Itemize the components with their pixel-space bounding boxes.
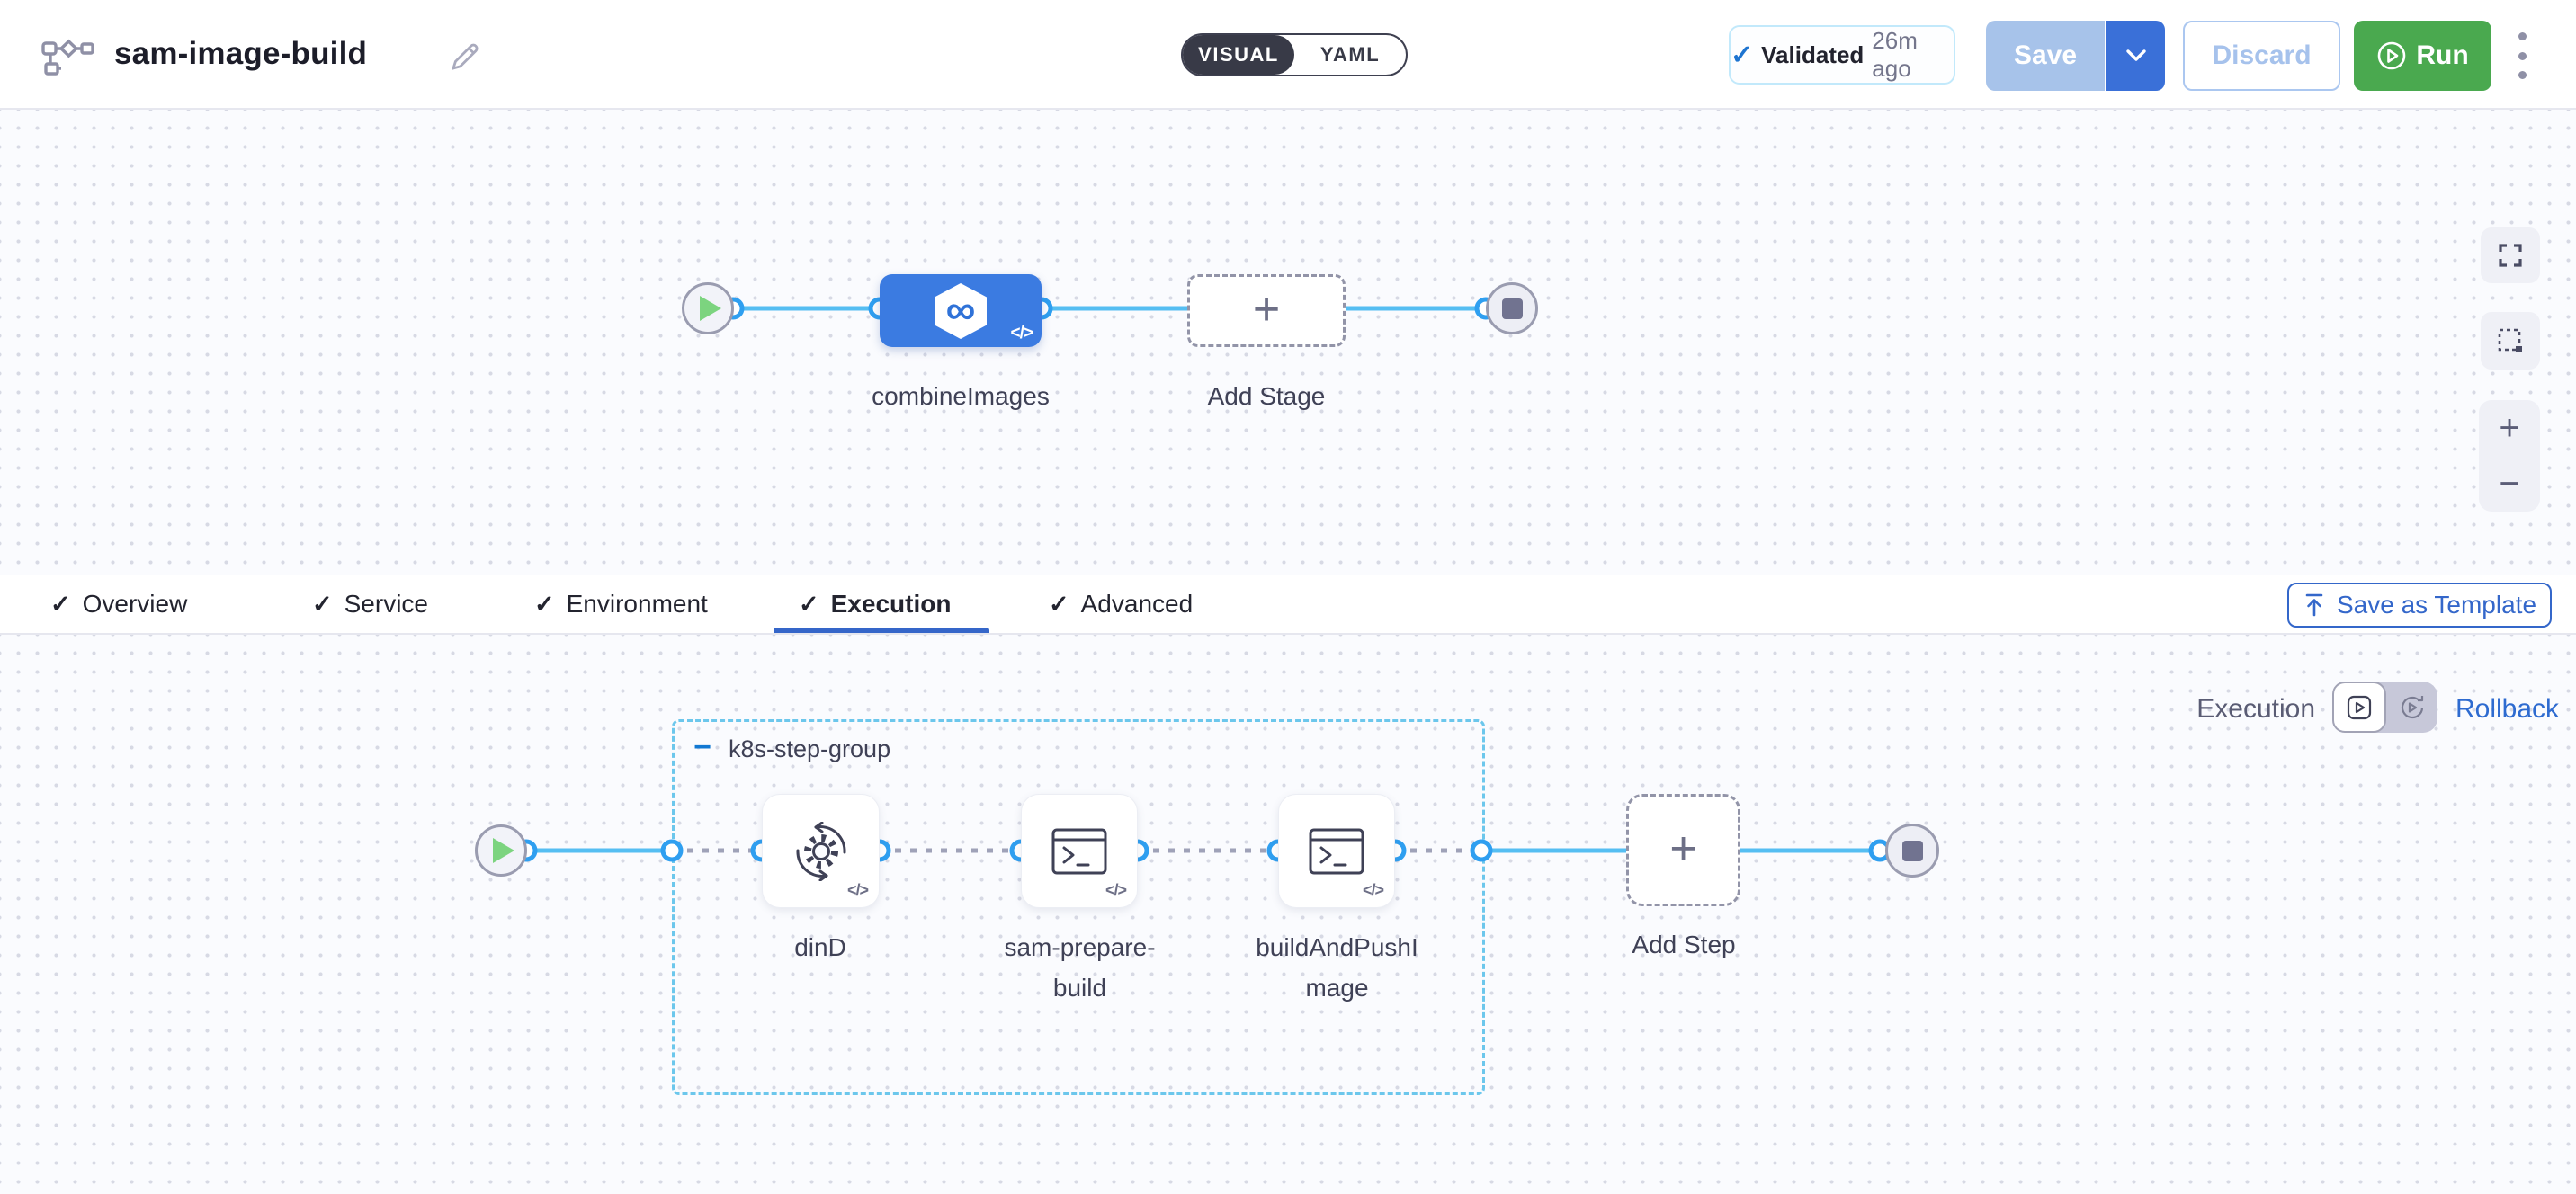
tab-label: Overview	[82, 590, 188, 618]
code-icon: </>	[1105, 881, 1127, 899]
step-group-name: k8s-step-group	[729, 735, 891, 762]
header-bar: sam-image-build VISUAL YAML ✓ Validated …	[0, 0, 2576, 110]
step-group-container[interactable]	[672, 719, 1485, 1095]
stage-type-icon: ∞	[935, 283, 987, 339]
execution-start-node	[475, 824, 527, 877]
validated-badge[interactable]: ✓ Validated 26m ago	[1729, 25, 1955, 85]
edit-pencil-icon[interactable]	[448, 40, 482, 74]
check-icon: ✓	[799, 590, 819, 618]
execution-end-node	[1885, 824, 1939, 878]
tab-label: Execution	[830, 590, 952, 618]
pipeline-start-node	[682, 282, 734, 334]
code-icon: </>	[1010, 324, 1034, 343]
discard-button[interactable]: Discard	[2183, 21, 2340, 91]
step-name-label: sam-prepare-build	[1004, 933, 1156, 1002]
save-options-button[interactable]	[2105, 21, 2165, 91]
validated-label: Validated	[1761, 40, 1865, 68]
plus-icon: +	[1669, 822, 1697, 875]
check-icon: ✓	[50, 590, 71, 618]
add-step-label: Add Step	[1632, 931, 1736, 958]
tab-environment[interactable]: ✓ Environment	[534, 575, 708, 633]
step-node-sam-prepare-build[interactable]: </>	[1021, 794, 1138, 908]
zoom-panel: + −	[2479, 400, 2540, 512]
execution-view-segment[interactable]	[2332, 682, 2386, 733]
stage-node-combineimages[interactable]: ∞ </>	[880, 274, 1042, 347]
execution-rollback-toggle[interactable]	[2332, 682, 2437, 733]
zoom-out-button[interactable]: −	[2499, 463, 2520, 503]
gear-sync-icon	[795, 821, 846, 881]
add-stage-label: Add Stage	[1207, 382, 1326, 410]
plus-icon: +	[1252, 282, 1281, 335]
pipeline-title: sam-image-build	[114, 36, 368, 71]
code-icon: </>	[1362, 881, 1384, 899]
execution-canvas[interactable]: Execution Rollback − k8s-step-group	[0, 635, 2576, 1194]
toggle-visual[interactable]: VISUAL	[1183, 35, 1294, 75]
select-mode-button[interactable]	[2481, 312, 2540, 370]
stage-name-label: combineImages	[872, 382, 1050, 410]
collapse-group-button[interactable]: −	[693, 730, 711, 764]
fullscreen-button[interactable]	[2481, 227, 2540, 283]
save-as-template-button[interactable]: Save as Template	[2287, 583, 2552, 628]
validated-time: 26m ago	[1872, 27, 1918, 82]
save-button[interactable]: Save	[1986, 21, 2105, 91]
step-name-label: dinD	[794, 933, 846, 961]
run-label: Run	[2416, 40, 2469, 70]
rollback-link[interactable]: Rollback	[2455, 694, 2560, 724]
upload-icon	[2305, 593, 2323, 617]
execution-view-icon	[2347, 695, 2372, 719]
run-play-icon	[2378, 41, 2406, 70]
tab-execution[interactable]: ✓ Execution	[799, 575, 951, 633]
check-icon: ✓	[312, 590, 333, 618]
step-name-label: buildAndPushImage	[1256, 933, 1418, 1002]
terminal-icon	[1309, 828, 1364, 874]
fullscreen-icon	[2499, 244, 2522, 267]
tab-label: Service	[344, 590, 428, 618]
check-icon: ✓	[534, 590, 555, 618]
tab-label: Environment	[566, 590, 708, 618]
terminal-icon	[1051, 828, 1107, 874]
save-as-template-label: Save as Template	[2336, 591, 2537, 619]
zoom-in-button[interactable]: +	[2499, 407, 2520, 448]
rollback-view-icon	[2401, 695, 2423, 718]
check-icon: ✓	[1049, 590, 1069, 618]
start-play-icon	[700, 296, 721, 321]
infinity-icon: ∞	[945, 286, 976, 333]
pipeline-end-node	[1486, 282, 1538, 334]
add-step-node[interactable]: +	[1626, 794, 1740, 906]
start-play-icon	[493, 838, 514, 863]
more-options-kebab[interactable]	[2511, 32, 2533, 79]
marquee-select-icon	[2498, 328, 2522, 352]
step-node-dind[interactable]: </>	[762, 794, 880, 908]
tab-label: Advanced	[1080, 590, 1194, 618]
pipeline-icon	[41, 39, 94, 76]
tab-overview[interactable]: ✓ Overview	[50, 575, 187, 633]
rollback-view-segment[interactable]	[2386, 682, 2437, 733]
stop-icon	[1901, 840, 1923, 861]
run-button[interactable]: Run	[2354, 21, 2491, 91]
tab-advanced[interactable]: ✓ Advanced	[1049, 575, 1193, 633]
toggle-yaml[interactable]: YAML	[1319, 43, 1381, 66]
chevron-down-icon	[2125, 49, 2146, 61]
active-tab-indicator	[774, 628, 989, 633]
validated-check-icon: ✓	[1731, 40, 1754, 70]
tab-service[interactable]: ✓ Service	[312, 575, 428, 633]
code-icon: </>	[846, 881, 869, 899]
step-node-buildandpushimage[interactable]: </>	[1278, 794, 1395, 908]
step-connectors	[514, 839, 1892, 862]
config-tabs: ✓ Overview ✓ Service ✓ Environment ✓ Exe…	[0, 575, 2576, 635]
add-stage-node[interactable]: +	[1187, 274, 1346, 347]
stop-icon	[1501, 298, 1523, 319]
stage-canvas[interactable]: ∞ </> + combineImages Add Stage + −	[0, 110, 2576, 575]
execution-mode-label: Execution	[2196, 694, 2315, 724]
visual-yaml-toggle: VISUAL YAML	[1181, 33, 1408, 76]
